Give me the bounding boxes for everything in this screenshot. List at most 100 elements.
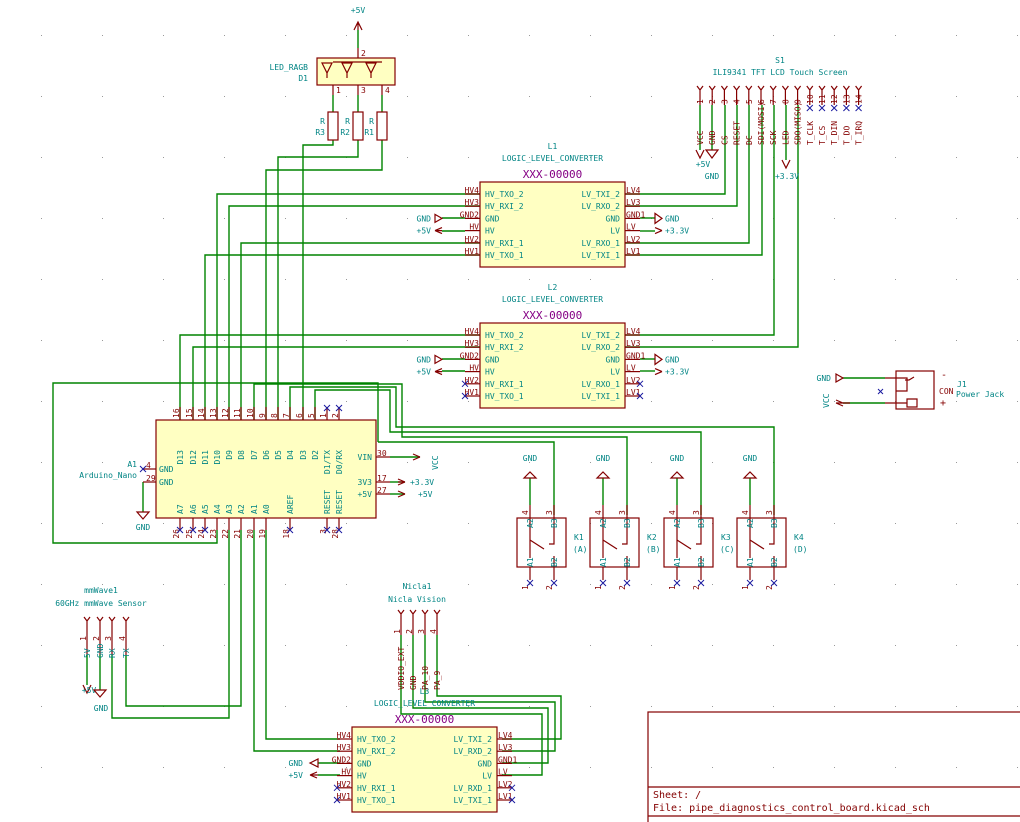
grid-dot (41, 706, 42, 707)
led-rgb-d1[interactable]: +5V 1 2 3 4 LED_RAGB D1 R R3 R R2 R R1 (269, 6, 396, 141)
grid-dot (407, 279, 408, 280)
pin-name: GND (485, 355, 500, 364)
pin-number: GND1 (626, 351, 645, 360)
no-connect-icon (333, 796, 341, 804)
pin-number: 5 (307, 413, 316, 418)
grid-dot (834, 218, 835, 219)
grid-dot (102, 35, 103, 36)
no-connect-icon (746, 579, 754, 587)
wire (378, 441, 555, 515)
pin (122, 616, 130, 655)
pin-number: LV (626, 223, 636, 232)
lcd-value: ILI9341 TFT LCD Touch Screen (713, 68, 848, 77)
switch-contact-icon (676, 505, 702, 580)
grid-dot (1017, 401, 1018, 402)
grid-dot (102, 401, 103, 402)
pin-name: D0/RX (335, 450, 344, 474)
pin-name: D10 (213, 450, 222, 465)
pin-number: HV2 (465, 235, 480, 244)
pin-number: 4 (741, 510, 750, 515)
pin-number: 1 (668, 585, 677, 590)
no-connect-icon (139, 465, 147, 473)
nicla-vision[interactable]: Nicla1 Nicla Vision 1VDDIO_EXT2GND3PA_10… (388, 582, 446, 690)
pin-name: D9 (225, 450, 234, 460)
relay-ref: K3 (721, 533, 731, 542)
pin-name: D1/TX (323, 450, 332, 474)
power-jack-j1[interactable]: GND VCC - CON + J1 Power Jack (817, 370, 1005, 410)
pin-number: 12 (221, 408, 230, 418)
pin-name: LV (610, 227, 620, 236)
pin-number: 5 (745, 99, 754, 104)
lcd-connector-s1[interactable]: S1 ILI9341 TFT LCD Touch Screen 1VCC2GND… (696, 56, 864, 145)
grid-dot (41, 35, 42, 36)
wire (625, 105, 763, 256)
converter-ref: L1 (548, 142, 558, 151)
no-connect-icon (770, 579, 778, 587)
pin-number: GND1 (498, 755, 517, 764)
grid-dot (163, 157, 164, 158)
no-connect-icon (877, 388, 884, 395)
arduino-nano-a1[interactable]: A1 Arduino_Nano GND VCC +3.3V +5V 16D131… (79, 404, 440, 539)
resistor-r2[interactable] (352, 111, 364, 141)
grid-dot (1017, 279, 1018, 280)
lcd-pin (830, 85, 838, 105)
pin (108, 616, 116, 655)
pin-number: 1 (521, 585, 530, 590)
grid-dot (468, 584, 469, 585)
grid-dot (163, 35, 164, 36)
relay-value: (D) (793, 545, 807, 554)
pin-name: A1 (250, 504, 259, 514)
pin-number: HV1 (337, 792, 352, 801)
grid-dot (712, 767, 713, 768)
grid-dot (346, 645, 347, 646)
resistor-r3[interactable] (327, 111, 339, 141)
pin-number: 1 (336, 86, 341, 95)
jack-contacts-icon (885, 376, 918, 408)
power-arrow-icon (434, 368, 443, 376)
relay-body (663, 517, 714, 568)
pin-number: 4 (668, 510, 677, 515)
pin-name: B2 (550, 557, 559, 567)
no-connect-icon (526, 579, 534, 587)
wire (625, 105, 726, 195)
grid-dot (956, 157, 957, 158)
lcd-pin (855, 85, 863, 105)
pin-number: 3 (104, 636, 113, 641)
pin-number: 1 (696, 99, 705, 104)
grid-dot (895, 279, 896, 280)
pin-name: A0 (262, 504, 271, 514)
grid-dot (468, 340, 469, 341)
pin-number: 24 (197, 529, 206, 539)
arduino-value: Arduino_Nano (79, 471, 137, 480)
resistor-r1[interactable] (376, 111, 388, 141)
power-arrow-icon (654, 227, 663, 235)
no-connect-icon (461, 392, 469, 400)
relay-ref: K1 (574, 533, 584, 542)
wire (400, 635, 543, 776)
pin-number: 1 (741, 585, 750, 590)
pin-number: GND1 (626, 210, 645, 219)
mmwave-sensor[interactable]: mmWave1 60GHz mmWave Sensor +5V GND 15V2… (55, 586, 147, 713)
grid-dot (285, 645, 286, 646)
grid-dot (834, 157, 835, 158)
grid-dot (41, 218, 42, 219)
grid-dot (712, 401, 713, 402)
l3-power: GND +5V (289, 758, 319, 780)
grid-dot (590, 279, 591, 280)
pin-name: D6 (262, 450, 271, 460)
pin-number: 1 (319, 413, 328, 418)
relay-value: (C) (720, 545, 734, 554)
grid-dot (590, 462, 591, 463)
converter-value: LOGIC_LEVEL_CONVERTER (502, 154, 603, 163)
wire (625, 105, 775, 336)
pin-number: HV3 (337, 743, 352, 752)
